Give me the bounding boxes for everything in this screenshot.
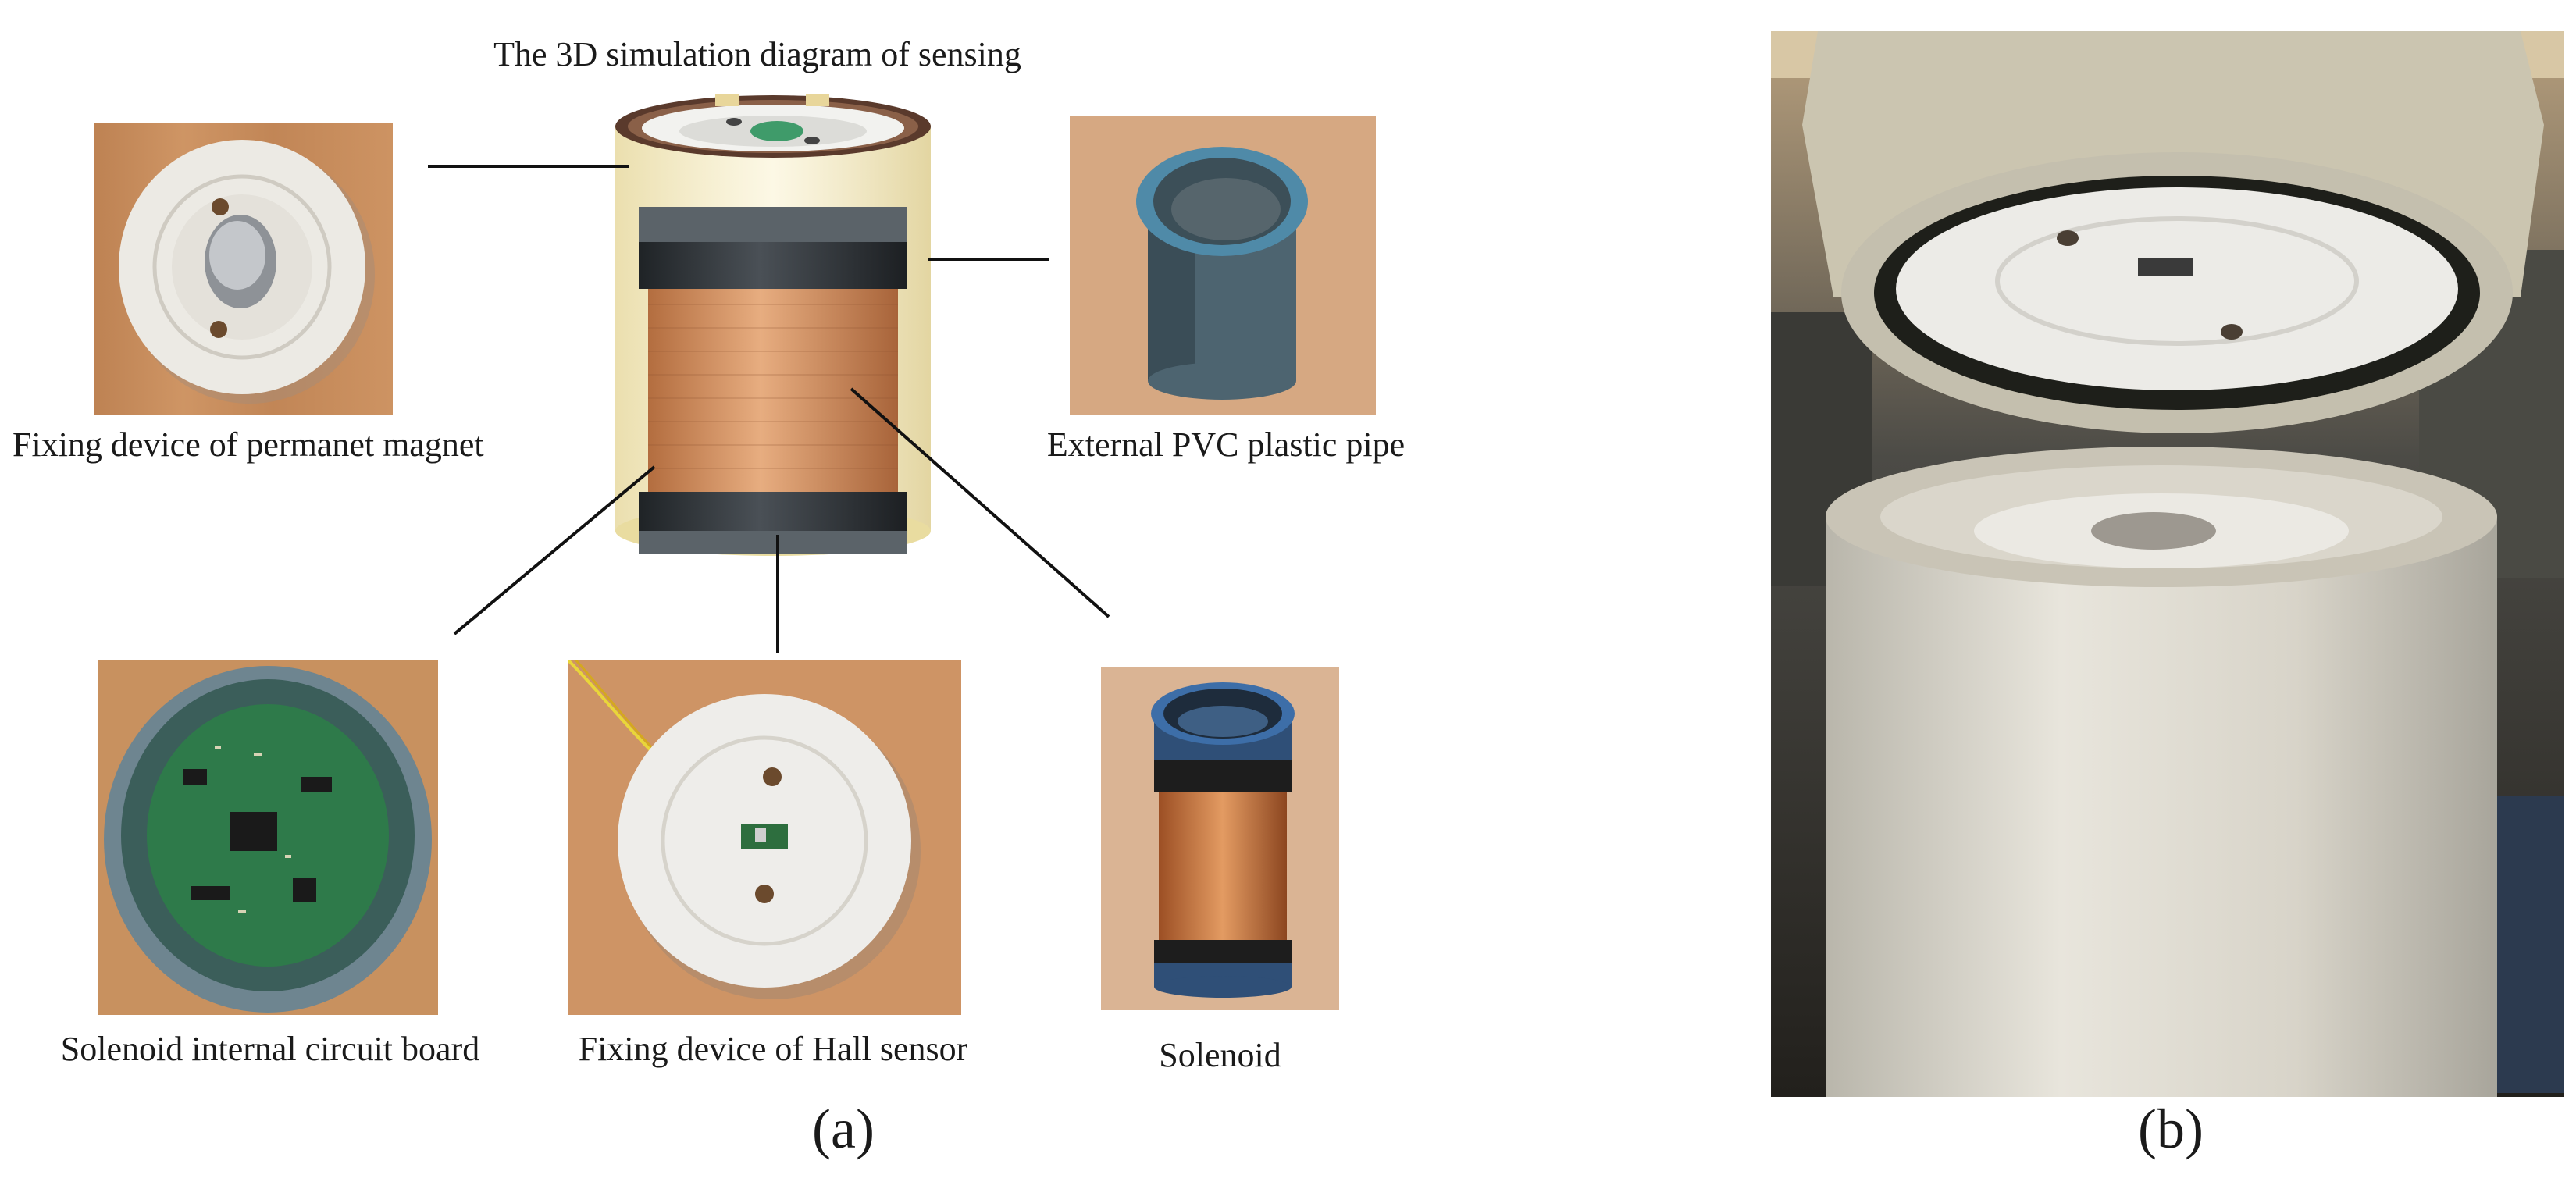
hall-fixture-photo	[568, 660, 961, 1015]
panel-label-a: (a)	[812, 1098, 875, 1160]
solenoid-photo	[1101, 667, 1339, 1010]
pvc-pipe-caption: External PVC plastic pipe	[1046, 425, 1406, 464]
circuit-board-caption: Solenoid internal circuit board	[60, 1030, 480, 1068]
simulation-3d-diagram	[601, 94, 945, 562]
magnet-fixture-caption: Fixing device of permanet magnet	[12, 425, 484, 464]
pvc-pipe-photo	[1070, 116, 1376, 415]
diagram-title: The 3D simulation diagram of sensing	[493, 35, 1021, 73]
panel-label-b: (b)	[2138, 1098, 2204, 1160]
assembled-sensor-photo	[1771, 31, 2564, 1097]
magnet-fixture-photo	[94, 123, 393, 415]
circuit-board-photo	[98, 660, 438, 1015]
solenoid-caption: Solenoid	[1159, 1036, 1281, 1074]
hall-fixture-caption: Fixing device of Hall sensor	[578, 1030, 968, 1068]
